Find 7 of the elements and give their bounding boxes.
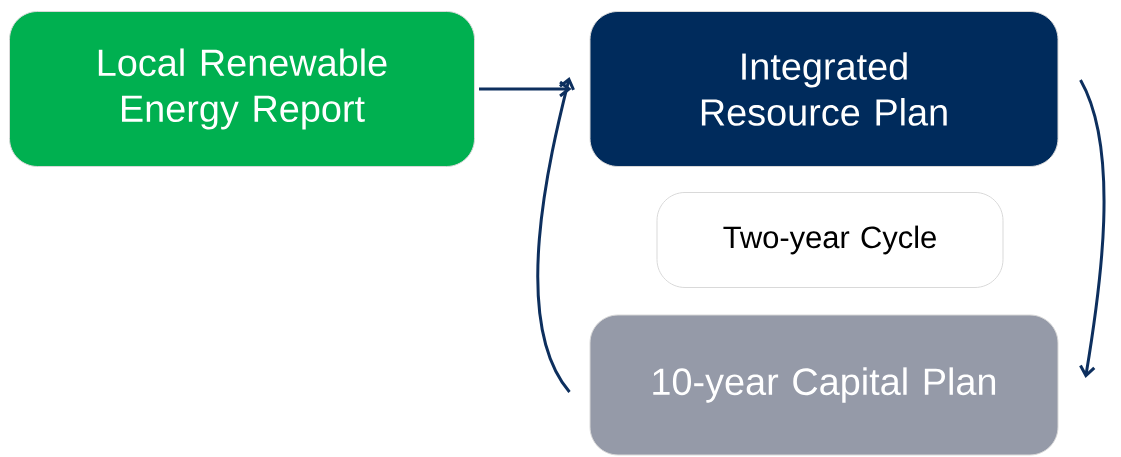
process-box: Local Renewable Energy Report (9, 11, 475, 167)
process-box: 10-year Capital Plan (589, 314, 1059, 456)
arrow (1079, 79, 1106, 378)
arrow (536, 77, 575, 393)
process-box: Integrated Resource Plan (589, 11, 1059, 167)
arrow (479, 80, 572, 98)
process-box: Two-year Cycle (656, 192, 1004, 288)
